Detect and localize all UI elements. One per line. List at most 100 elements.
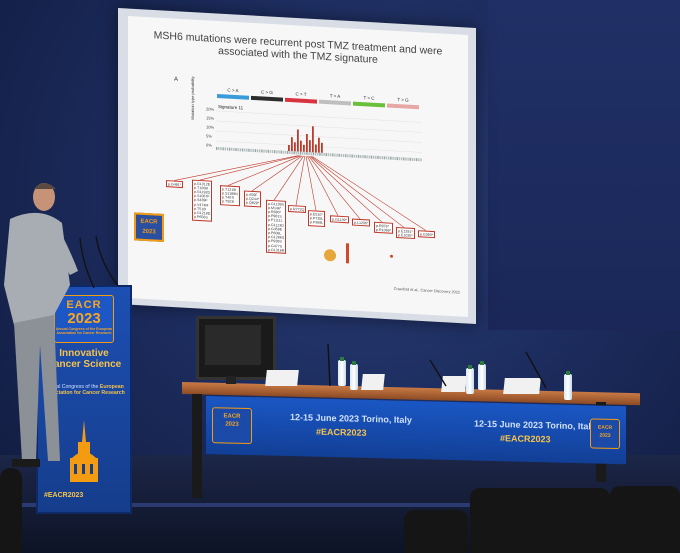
context-cell [319, 152, 321, 156]
context-cell [379, 156, 381, 160]
context-cell [243, 148, 246, 152]
context-cell [248, 148, 250, 152]
mutation-box: p.R976* p.R1069* [374, 221, 393, 235]
context-cell [418, 158, 420, 162]
context-cell [306, 151, 308, 156]
table-leg-left [192, 394, 202, 498]
podium-microphones [79, 235, 119, 289]
podium-title: Innovative Cancer Science [46, 348, 122, 370]
signature-bar [294, 142, 296, 152]
table-dates-right: 12-15 June 2023 Torino, Italy [474, 419, 596, 432]
mutation-box: p.A59F p.Q244* p.Q829* [244, 190, 262, 208]
context-cell [360, 154, 362, 159]
table-hashtag-right: #EACR2023 [500, 433, 551, 445]
context-cell [385, 156, 388, 160]
context-cell [304, 151, 306, 155]
context-cell [218, 147, 220, 151]
slide-citation: Crawford et al., Cancer Discovery 2022 [393, 286, 460, 295]
signature-bar [303, 144, 305, 152]
slide-logo-line1: EACR [140, 218, 158, 226]
context-cell [388, 156, 390, 160]
category-label: T > A [329, 93, 341, 99]
connector-line [309, 155, 383, 223]
audience-seat [470, 488, 610, 553]
mutation-box: p.E510* p.P735L p.P369L [308, 210, 326, 227]
context-cell [372, 155, 375, 159]
dates-left: 12-15 June 2023 [290, 412, 360, 424]
context-cell [252, 148, 254, 153]
connector-line [199, 155, 301, 181]
context-cell [349, 154, 351, 158]
y-tick-label: 5% [206, 133, 212, 139]
context-cell [377, 155, 379, 160]
context-cell [216, 146, 218, 150]
context-cell [228, 147, 231, 151]
context-cell [308, 152, 310, 156]
context-cell [398, 157, 401, 161]
context-cell [284, 150, 287, 154]
context-cell [276, 150, 278, 154]
context-cell [332, 153, 334, 157]
context-cell [364, 155, 366, 159]
mutation-box: p.G1139S p.M146* p.R680* p.P981S p.P1111… [266, 199, 287, 255]
monitor-screen [205, 325, 261, 365]
context-cell [383, 156, 386, 160]
signature-bar [300, 140, 302, 152]
table-logo-right-line2: 2023 [599, 432, 611, 439]
context-cell [394, 156, 396, 160]
category-label: C > T [295, 91, 307, 97]
context-cell [413, 157, 416, 162]
context-cell [241, 148, 244, 152]
podium-logo: EACR 2023 Annual Congress of the Europea… [54, 295, 114, 343]
context-cell [403, 157, 405, 161]
water-bottle [350, 361, 358, 390]
mutation-box: p.R772Q [288, 204, 307, 214]
signature-bar [321, 142, 323, 153]
context-cell [334, 153, 336, 157]
podium-logo-line1: EACR [66, 299, 102, 311]
monitor-stand [226, 376, 236, 384]
context-cell [302, 151, 304, 155]
brain-illustration [324, 248, 336, 262]
audience-seat [610, 486, 680, 553]
context-cell [263, 149, 265, 153]
context-cell [250, 148, 252, 152]
mutation-box: p.G1139* [330, 215, 349, 224]
context-cell [237, 148, 239, 152]
mutation-box: p.G360* [418, 230, 436, 239]
context-cell [312, 152, 315, 156]
connector-line [173, 155, 299, 181]
speaker-person [4, 183, 78, 467]
context-cell [375, 155, 377, 159]
context-cell [342, 154, 345, 158]
connector-line [308, 155, 361, 220]
water-bottle [466, 365, 474, 394]
context-cell [420, 158, 422, 162]
context-cell [325, 153, 328, 157]
context-cell [415, 158, 418, 162]
podium-subtitle-bold: European Association for Cancer Research [43, 384, 125, 397]
table-logo-left-line2: 2023 [225, 421, 239, 428]
context-cell [286, 150, 289, 154]
context-cell [224, 147, 227, 151]
name-plate [265, 370, 299, 386]
connector-line [273, 155, 304, 201]
category-label: C > A [227, 87, 239, 94]
podium-subtitle-pre: Annual Congress of the [44, 384, 99, 390]
slide-title: MSH6 mutations were recurrent post TMZ t… [153, 29, 443, 66]
context-cell [299, 151, 302, 155]
city-right: Torino, Italy [545, 420, 596, 432]
y-tick-label: 20% [206, 106, 215, 112]
context-cell [336, 153, 338, 157]
y-tick-label: 0% [206, 142, 212, 148]
y-axis-ticks: 20%15%10%5%0% [206, 106, 216, 147]
context-cell [289, 151, 291, 155]
mutation-box: p.G1012E p.T1006I p.G1192D p.S1067F p.S4… [192, 179, 213, 222]
slide-logo-line2: 2023 [142, 228, 156, 236]
context-cell [235, 148, 237, 152]
context-cell [405, 157, 407, 161]
y-tick-label: 10% [206, 124, 215, 130]
context-cell [317, 152, 319, 156]
context-cell [407, 157, 409, 161]
